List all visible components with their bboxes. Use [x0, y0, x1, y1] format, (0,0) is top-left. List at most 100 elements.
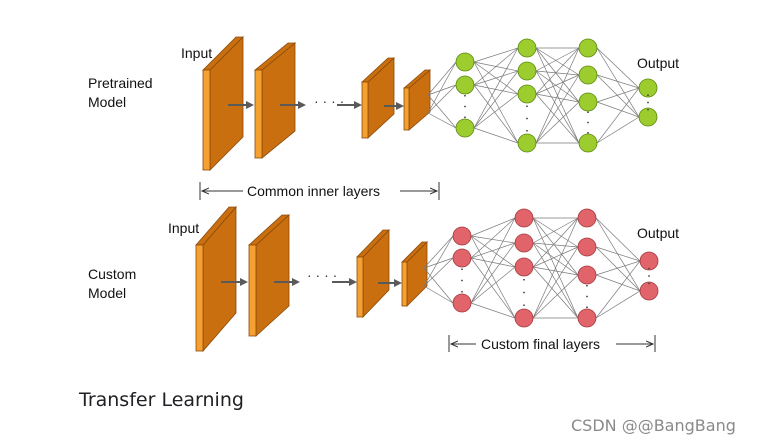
top-edge-1-3-0	[535, 47, 580, 144]
top-layer-1-front	[202, 69, 211, 171]
bottom-edge-1-2-1	[532, 246, 579, 268]
top-dot-0-2	[464, 105, 466, 108]
top-span-label: Common inner layers	[247, 183, 380, 199]
bottom-layer-4	[401, 241, 428, 307]
bottom-edge-2-3-0	[595, 260, 641, 319]
top-dot-3-3	[647, 108, 649, 111]
top-edge-2-3-1	[596, 116, 640, 144]
top-edge-1-1-0	[535, 47, 580, 72]
bottom-edge-0-1-3	[470, 257, 516, 319]
top-conv-layers	[202, 36, 432, 171]
top-dot-3-1	[647, 94, 649, 97]
watermark: CSDN @@BangBang	[571, 416, 736, 435]
top-edge-src2-1	[427, 84, 457, 114]
top-network-edges	[427, 47, 640, 144]
top-output-label: Output	[637, 55, 679, 71]
top-node-0-2	[455, 118, 475, 138]
bottom-edge-2-1-0	[595, 246, 641, 262]
bottom-node-0-2	[452, 293, 472, 313]
bottom-node-2-3	[577, 308, 597, 328]
top-node-0-1	[455, 75, 475, 95]
bottom-layer-2-front	[248, 244, 257, 337]
top-dot-2-2	[587, 121, 589, 124]
bottom-edge-1-3-2	[532, 274, 579, 319]
pretrained-label-line1: Pretrained	[88, 75, 153, 91]
top-layer-1-side	[209, 36, 244, 171]
bottom-node-2-0	[577, 208, 597, 228]
top-edge-1-1-3	[535, 70, 580, 144]
top-edge-src-0	[427, 61, 457, 96]
top-dot-0-3	[464, 116, 466, 119]
bottom-edge-0-0-2	[470, 235, 516, 268]
bottom-layer-2-side	[255, 214, 290, 337]
bottom-edge-2-0-0	[595, 217, 641, 262]
bottom-edge-1-2-2	[532, 266, 579, 276]
bottom-edge-2-2-1	[595, 274, 641, 292]
bottom-dot-0-2	[461, 279, 463, 282]
top-node-2-2	[578, 92, 598, 112]
top-edge-1-3-1	[535, 74, 580, 144]
top-edge-0-1-0	[473, 47, 519, 86]
bottom-edge-0-1-0	[470, 217, 516, 259]
bottom-edge-1-1-2	[532, 242, 579, 276]
top-edge-1-2-1	[535, 74, 580, 95]
custom-model-row: Custom Model Input Output · · · · Custom…	[88, 205, 679, 353]
bottom-layer-1	[195, 205, 237, 353]
top-edge-src2-2	[427, 112, 457, 129]
custom-label-line2: Model	[88, 285, 126, 301]
bottom-node-1-0	[514, 208, 534, 228]
bottom-edge-1-0-2	[532, 217, 579, 276]
bottom-layer-1-side	[202, 205, 237, 353]
top-edge-1-0-2	[535, 47, 580, 103]
top-dot-2-1	[587, 111, 589, 114]
top-network-nodes	[455, 38, 658, 153]
top-edge-1-2-3	[535, 93, 580, 144]
bottom-layer-3-front	[356, 256, 364, 318]
bottom-dot-1-1	[523, 278, 525, 281]
bottom-input-label: Input	[168, 220, 199, 236]
pretrained-model-row: Pretrained Model Input Output · · · · Co…	[88, 36, 679, 200]
top-dot-0-1	[464, 94, 466, 97]
bottom-edge-0-0-3	[470, 235, 516, 319]
bottom-ellipsis: · · · ·	[307, 267, 337, 283]
bottom-dot-1-3	[523, 304, 525, 307]
bottom-node-2-2	[577, 265, 597, 285]
bottom-layer-1-front	[195, 244, 204, 352]
bottom-edge-1-1-3	[532, 242, 579, 319]
top-edge-1-3-2	[535, 101, 580, 144]
bottom-node-3-0	[639, 251, 659, 271]
bottom-conv-layers	[195, 205, 428, 353]
top-dot-2-3	[587, 131, 589, 134]
bottom-edge-1-3-1	[532, 246, 579, 319]
bottom-dot-0-3	[461, 290, 463, 293]
bottom-dot-1-2	[523, 291, 525, 294]
top-layer-1	[202, 36, 244, 171]
top-edge-0-2-2	[473, 93, 519, 129]
top-edge-0-2-3	[473, 127, 519, 144]
bottom-edge-0-1-1	[470, 242, 516, 259]
top-edge-2-0-0	[596, 47, 640, 89]
bottom-edge-0-2-2	[470, 266, 516, 304]
bottom-dot-0-1	[461, 268, 463, 271]
bottom-edge-2-2-0	[595, 260, 641, 276]
top-layer-3	[360, 57, 396, 139]
top-node-2-1	[578, 65, 598, 85]
bottom-edge-src-1	[423, 257, 454, 269]
top-node-0-0	[455, 52, 475, 72]
bottom-edge-0-2-3	[470, 302, 516, 319]
top-edge-0-1-1	[473, 70, 519, 86]
bottom-node-3-1	[639, 281, 659, 301]
top-input-label: Input	[181, 45, 212, 61]
top-node-1-3	[517, 133, 537, 153]
top-layer-2-front	[254, 69, 263, 159]
top-edge-2-0-1	[596, 47, 640, 118]
bottom-dot-3-2	[648, 275, 650, 277]
top-edge-0-0-0	[473, 47, 519, 63]
bottom-edge-1-0-1	[532, 217, 579, 248]
top-edge-2-2-1	[596, 101, 640, 118]
top-node-3-0	[638, 78, 658, 98]
bottom-edge-src-0	[423, 235, 454, 269]
bottom-edge-src2-0	[423, 235, 454, 287]
bottom-dot-2-2	[586, 295, 588, 298]
